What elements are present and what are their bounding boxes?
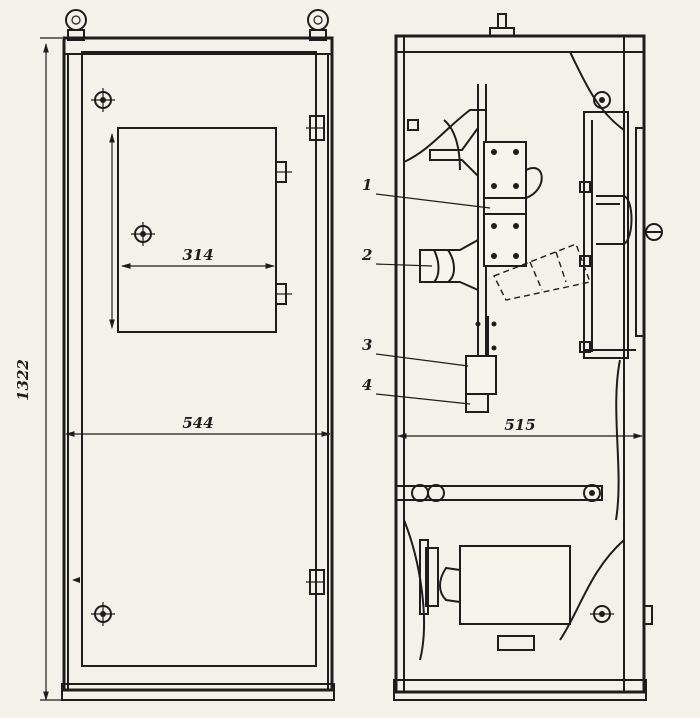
bolt-window <box>131 222 155 246</box>
dim-door-label: 544 <box>182 414 213 432</box>
window-hinge-bottom <box>275 283 292 305</box>
front-view: 1322 314 544 <box>14 9 335 701</box>
interior-frame <box>394 34 646 694</box>
interior-view: 515 1 2 3 4 <box>361 13 663 701</box>
door-hinge-bottom <box>306 569 325 595</box>
bolt-top <box>91 88 115 112</box>
motor-body <box>459 545 571 625</box>
callout-4: 4 <box>362 376 372 394</box>
bushing-upper <box>429 124 479 179</box>
bolt-bottom <box>91 602 115 626</box>
dim-height-label: 1322 <box>14 359 32 401</box>
lifting-eye-right <box>307 9 329 41</box>
interior-base <box>393 679 647 701</box>
crossbar <box>395 485 603 501</box>
transformer-block <box>483 141 527 267</box>
drive-panel <box>583 111 629 359</box>
door-latch-mark <box>72 577 80 583</box>
dim-window-label: 314 <box>182 246 213 264</box>
dashed-blade <box>493 243 591 301</box>
base-plinth <box>61 683 335 701</box>
door-hinge-top <box>306 115 325 141</box>
bushing-lower <box>419 238 479 292</box>
viewing-window <box>117 127 277 333</box>
callout-1: 1 <box>362 176 372 194</box>
window-hinge-top <box>275 161 292 183</box>
lifting-eye-left <box>65 9 87 41</box>
callout-2: 2 <box>361 246 372 264</box>
dim-interior-label: 515 <box>504 416 535 434</box>
door-panel <box>81 51 317 667</box>
cabinet-frame <box>62 36 334 692</box>
relay-block <box>465 355 497 395</box>
callout-3: 3 <box>362 336 372 354</box>
